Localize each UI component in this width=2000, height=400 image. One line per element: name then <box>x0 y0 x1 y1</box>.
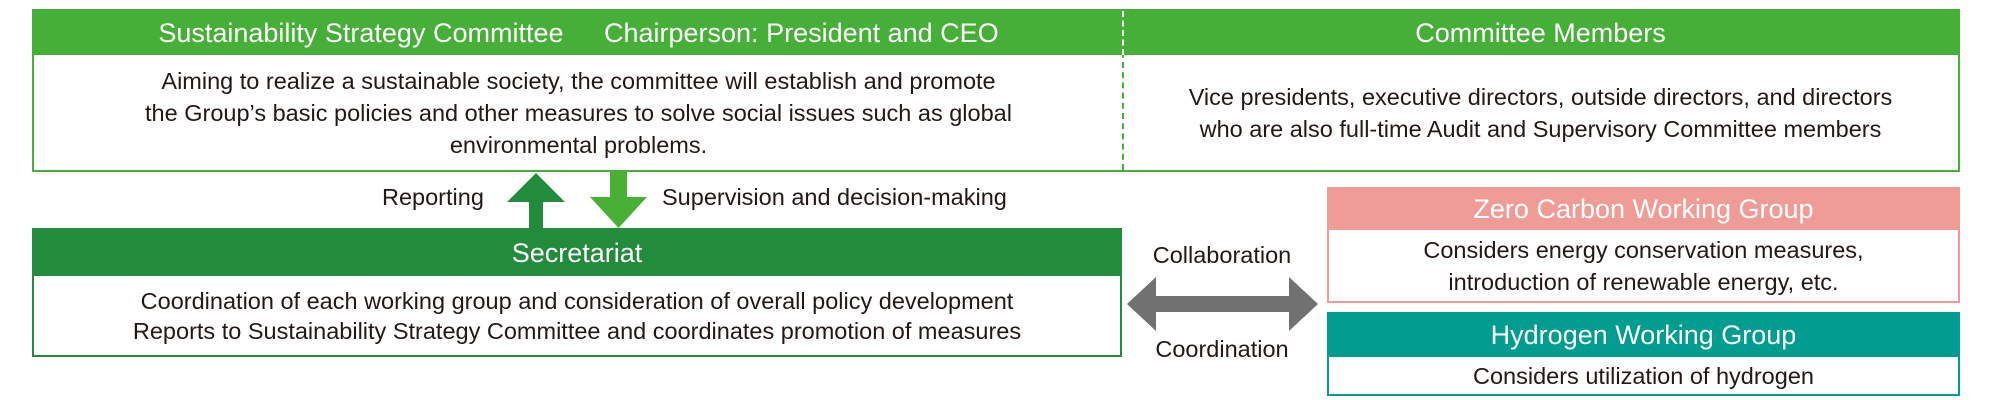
zero-carbon-description-line: introduction of renewable energy, etc. <box>1448 268 1839 295</box>
committee-members-line: who are also full-time Audit and Supervi… <box>1199 115 1882 142</box>
secretariat-description-line: Coordination of each working group and c… <box>140 287 1014 314</box>
secretariat-box: Secretariat Coordination of each working… <box>32 228 1122 357</box>
zero-carbon-title: Zero Carbon Working Group <box>1329 189 1958 230</box>
committee-members-line: Vice presidents, executive directors, ou… <box>1188 83 1893 110</box>
committee-box: Sustainability Strategy Committee Chairp… <box>32 9 1960 172</box>
committee-header-band <box>34 11 1958 55</box>
collaboration-label: Collaboration <box>1152 242 1292 268</box>
committee-description: Aiming to realize a sustainable society,… <box>34 55 1123 170</box>
secretariat-title: Secretariat <box>34 230 1120 276</box>
committee-title: Sustainability Strategy Committee Chairp… <box>158 17 999 48</box>
supervision-label: Supervision and decision-making <box>662 184 1007 210</box>
committee-description-line: Aiming to realize a sustainable society,… <box>161 67 996 94</box>
committee-description-line: environmental problems. <box>449 131 708 158</box>
committee-description-line: the Group’s basic policies and other mea… <box>145 99 1012 126</box>
arrow-up-icon <box>507 173 565 230</box>
zero-carbon-description-line: Considers energy conservation measures, <box>1423 236 1864 263</box>
coordination-label: Coordination <box>1155 336 1289 362</box>
dashed-divider-header <box>1122 11 1124 55</box>
reporting-label: Reporting <box>382 184 484 210</box>
hydrogen-description: Considers utilization of hydrogen <box>1329 357 1958 394</box>
arrow-down-icon <box>590 171 647 228</box>
zero-carbon-description: Considers energy conservation measures, … <box>1329 230 1958 301</box>
committee-members-description: Vice presidents, executive directors, ou… <box>1123 55 1958 170</box>
hydrogen-title: Hydrogen Working Group <box>1329 314 1958 357</box>
secretariat-description-line: Reports to Sustainability Strategy Commi… <box>132 317 1022 344</box>
committee-members-title: Committee Members <box>1415 17 1666 48</box>
hydrogen-description-line: Considers utilization of hydrogen <box>1473 362 1814 389</box>
hydrogen-working-group-box: Hydrogen Working Group Considers utiliza… <box>1327 312 1960 396</box>
dashed-divider <box>1122 11 1124 170</box>
zero-carbon-working-group-box: Zero Carbon Working Group Considers ener… <box>1327 187 1960 303</box>
double-arrow-icon <box>1127 277 1318 331</box>
secretariat-description: Coordination of each working group and c… <box>34 276 1120 355</box>
